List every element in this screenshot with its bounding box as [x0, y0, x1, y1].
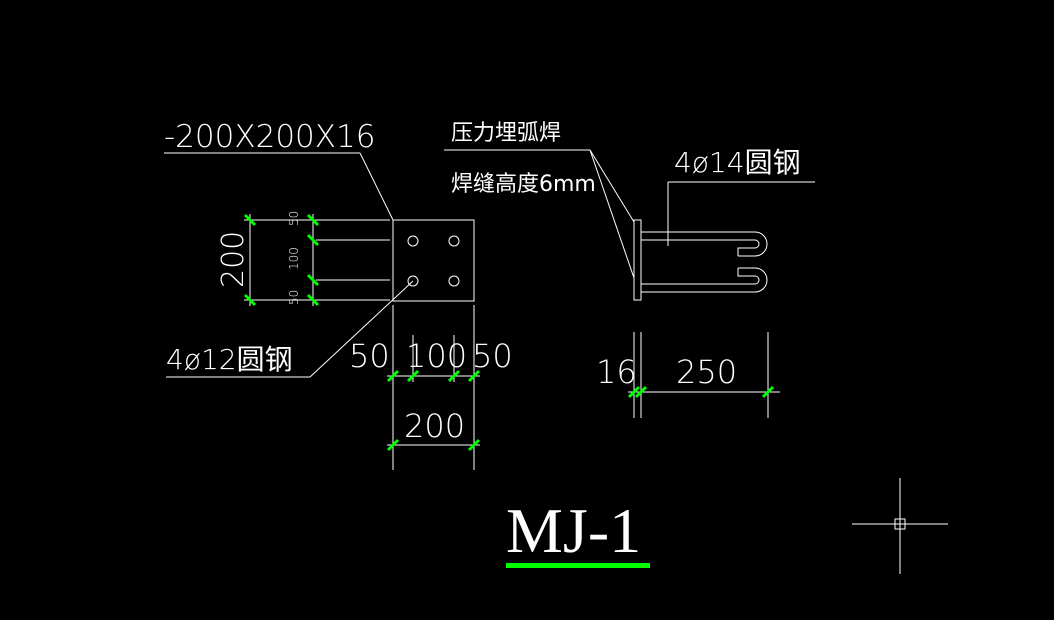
- dim-left-top: 50: [287, 211, 301, 226]
- dimension-bottom: [386, 305, 481, 470]
- dim-left-bot: 50: [287, 290, 301, 305]
- dim-right-thick: 16: [596, 353, 637, 391]
- dim-bottom-b: 100: [406, 337, 467, 375]
- anchor-hole: [448, 275, 460, 287]
- dim-bottom-a: 50: [349, 337, 390, 375]
- leader-bar-right: [667, 181, 815, 246]
- plate-view: [392, 219, 475, 302]
- plate-spec-label: -200X200X16: [164, 119, 375, 155]
- dim-left-mid: 100: [287, 247, 301, 270]
- title-underline: [506, 563, 650, 568]
- side-view: [633, 219, 768, 301]
- anchor-bar-lower: [641, 267, 768, 293]
- leader-weld: [444, 149, 635, 279]
- dim-right-length: 250: [676, 353, 737, 391]
- anchor-bar-upper: [641, 231, 768, 257]
- dimension-left: [243, 213, 390, 307]
- anchor-hole: [448, 235, 460, 247]
- leader-bar-left: [166, 280, 414, 378]
- plate-section: [633, 219, 642, 301]
- anchor-hole: [407, 275, 419, 287]
- bar-left-label: 4ø12圆钢: [166, 343, 293, 376]
- anchor-hole: [407, 235, 419, 247]
- bar-right-label: 4ø14圆钢: [674, 146, 801, 179]
- dimension-right: [627, 332, 780, 418]
- weld-height-label: 焊缝高度6mm: [451, 172, 596, 197]
- embed-plate: [392, 219, 475, 302]
- dim-left-height: 200: [216, 231, 251, 288]
- drawing-title: MJ-1: [506, 495, 641, 566]
- crosshair-cursor[interactable]: [852, 478, 948, 574]
- dim-bottom-total: 200: [404, 407, 465, 445]
- weld-method-label: 压力埋弧焊: [451, 121, 561, 146]
- dim-bottom-c: 50: [472, 337, 513, 375]
- leader-plate-spec: [164, 152, 394, 221]
